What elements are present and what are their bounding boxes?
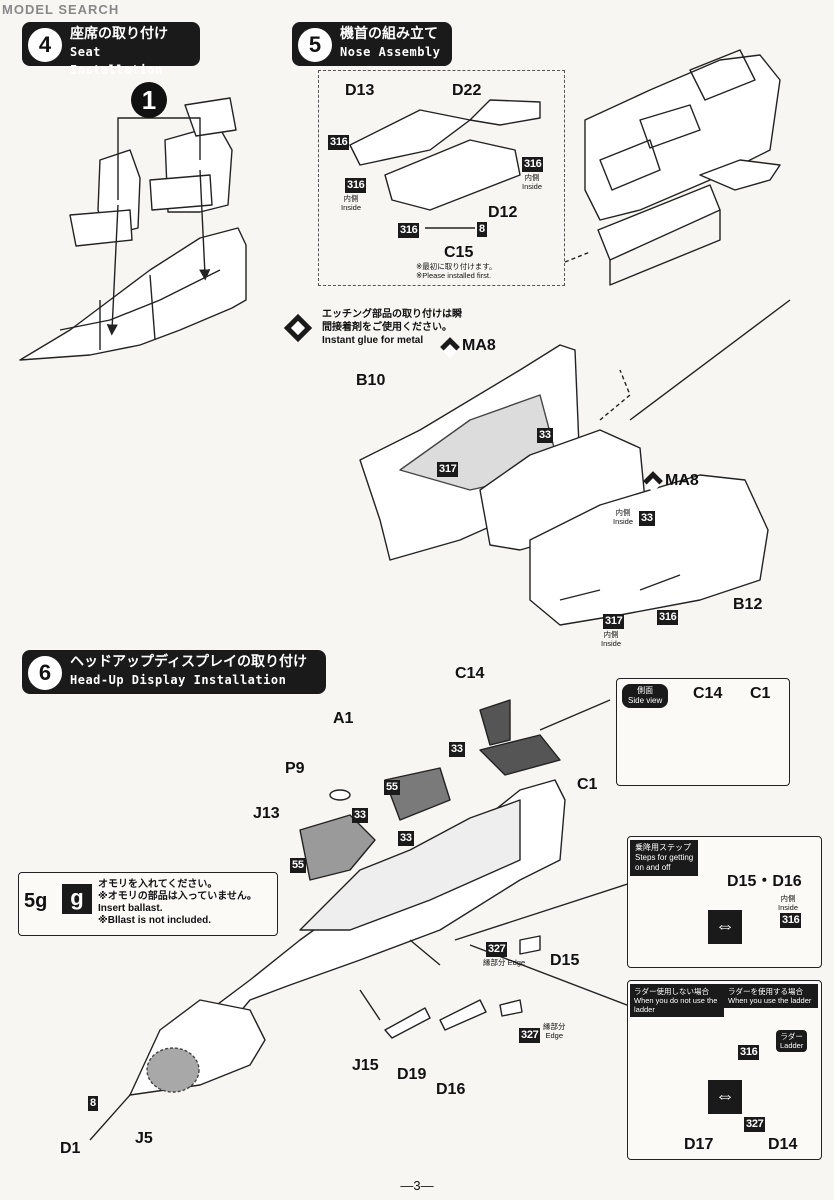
badge-327: 327: [744, 1117, 766, 1132]
edge-note: 縁部分 Edge: [483, 958, 526, 967]
badge-316: 316: [780, 913, 802, 928]
badge-33: 33: [449, 742, 465, 757]
part-b10: B10: [356, 372, 386, 389]
part-d22: D22: [452, 82, 482, 99]
badge-316: 316: [398, 223, 420, 238]
part-d12: D12: [488, 204, 518, 221]
badge-33: 33: [639, 511, 655, 526]
part-ma8: MA8: [462, 337, 496, 354]
ballast-icon: g: [62, 884, 92, 914]
watermark: MODEL SEARCH: [2, 2, 120, 17]
step-4-number: 4: [28, 28, 62, 62]
ballast-note: オモリを入れてください。 ※オモリの部品は入っていません。 Insert bal…: [98, 879, 257, 926]
badge-8: 8: [477, 222, 487, 237]
swap-arrows-icon: ⇔: [708, 1080, 742, 1114]
step-5-number: 5: [298, 28, 332, 62]
badge-55: 55: [384, 780, 400, 795]
badge-316: 316: [657, 610, 679, 625]
side-view-c1: C1: [750, 685, 771, 702]
part-d15-d16: D15・D16: [727, 873, 802, 890]
part-a1: A1: [333, 710, 354, 727]
step-4-title-jp: 座席の取り付け: [70, 25, 168, 41]
part-ma8: MA8: [665, 472, 699, 489]
part-d17: D17: [684, 1136, 714, 1153]
badge-317: 317: [437, 462, 459, 477]
part-d16: D16: [436, 1081, 466, 1098]
badge-327: 327: [519, 1028, 541, 1043]
part-p9: P9: [285, 760, 305, 777]
part-j15: J15: [352, 1057, 379, 1074]
glue-note: エッチング部品の取り付けは瞬 間接着剤をご使用ください。 Instant glu…: [322, 309, 462, 346]
part-c15: C15: [444, 244, 474, 261]
step-5-header: 5 機首の組み立て Nose Assembly: [292, 22, 452, 66]
step-4-header: 4 座席の取り付け Seat Installation: [22, 22, 200, 77]
badge-316: 316: [522, 157, 544, 172]
c15-note: ※最初に取り付けます。※Please installed first.: [416, 262, 497, 280]
side-view-c14: C14: [693, 685, 723, 702]
badge-33: 33: [352, 808, 368, 823]
badge-55: 55: [290, 858, 306, 873]
step-5-title-en: Nose Assembly: [340, 45, 441, 59]
part-d1: D1: [60, 1140, 81, 1157]
badge-8: 8: [88, 1096, 98, 1111]
part-c14: C14: [455, 665, 485, 682]
step-4-callout: 1: [131, 82, 167, 118]
badge-317: 317: [603, 614, 625, 629]
step-4-title-en: Seat Installation: [70, 45, 163, 77]
badge-316: 316: [345, 178, 367, 193]
page-number: —3—: [400, 1178, 434, 1193]
part-c1: C1: [577, 776, 598, 793]
badge-33: 33: [537, 428, 553, 443]
step-6-number: 6: [28, 656, 62, 690]
part-j13: J13: [253, 805, 280, 822]
part-b12: B12: [733, 596, 763, 613]
step-6-title-en: Head-Up Display Installation: [70, 673, 287, 687]
badge-316: 316: [738, 1045, 760, 1060]
badge-33: 33: [398, 831, 414, 846]
part-j5: J5: [135, 1130, 153, 1147]
part-d15: D15: [550, 952, 580, 969]
step-6-header: 6 ヘッドアップディスプレイの取り付け Head-Up Display Inst…: [22, 650, 326, 694]
ballast-weight: 5g: [24, 890, 48, 912]
part-d19: D19: [397, 1066, 427, 1083]
ballast-box: [18, 872, 278, 936]
part-d13: D13: [345, 82, 375, 99]
badge-327: 327: [486, 942, 508, 957]
swap-arrows-icon: ⇔: [708, 910, 742, 944]
step-5-inset-box: [318, 70, 565, 286]
step-5-title-jp: 機首の組み立て: [340, 25, 438, 41]
step-6-title-jp: ヘッドアップディスプレイの取り付け: [70, 653, 308, 669]
badge-316: 316: [328, 135, 350, 150]
part-d14: D14: [768, 1136, 798, 1153]
